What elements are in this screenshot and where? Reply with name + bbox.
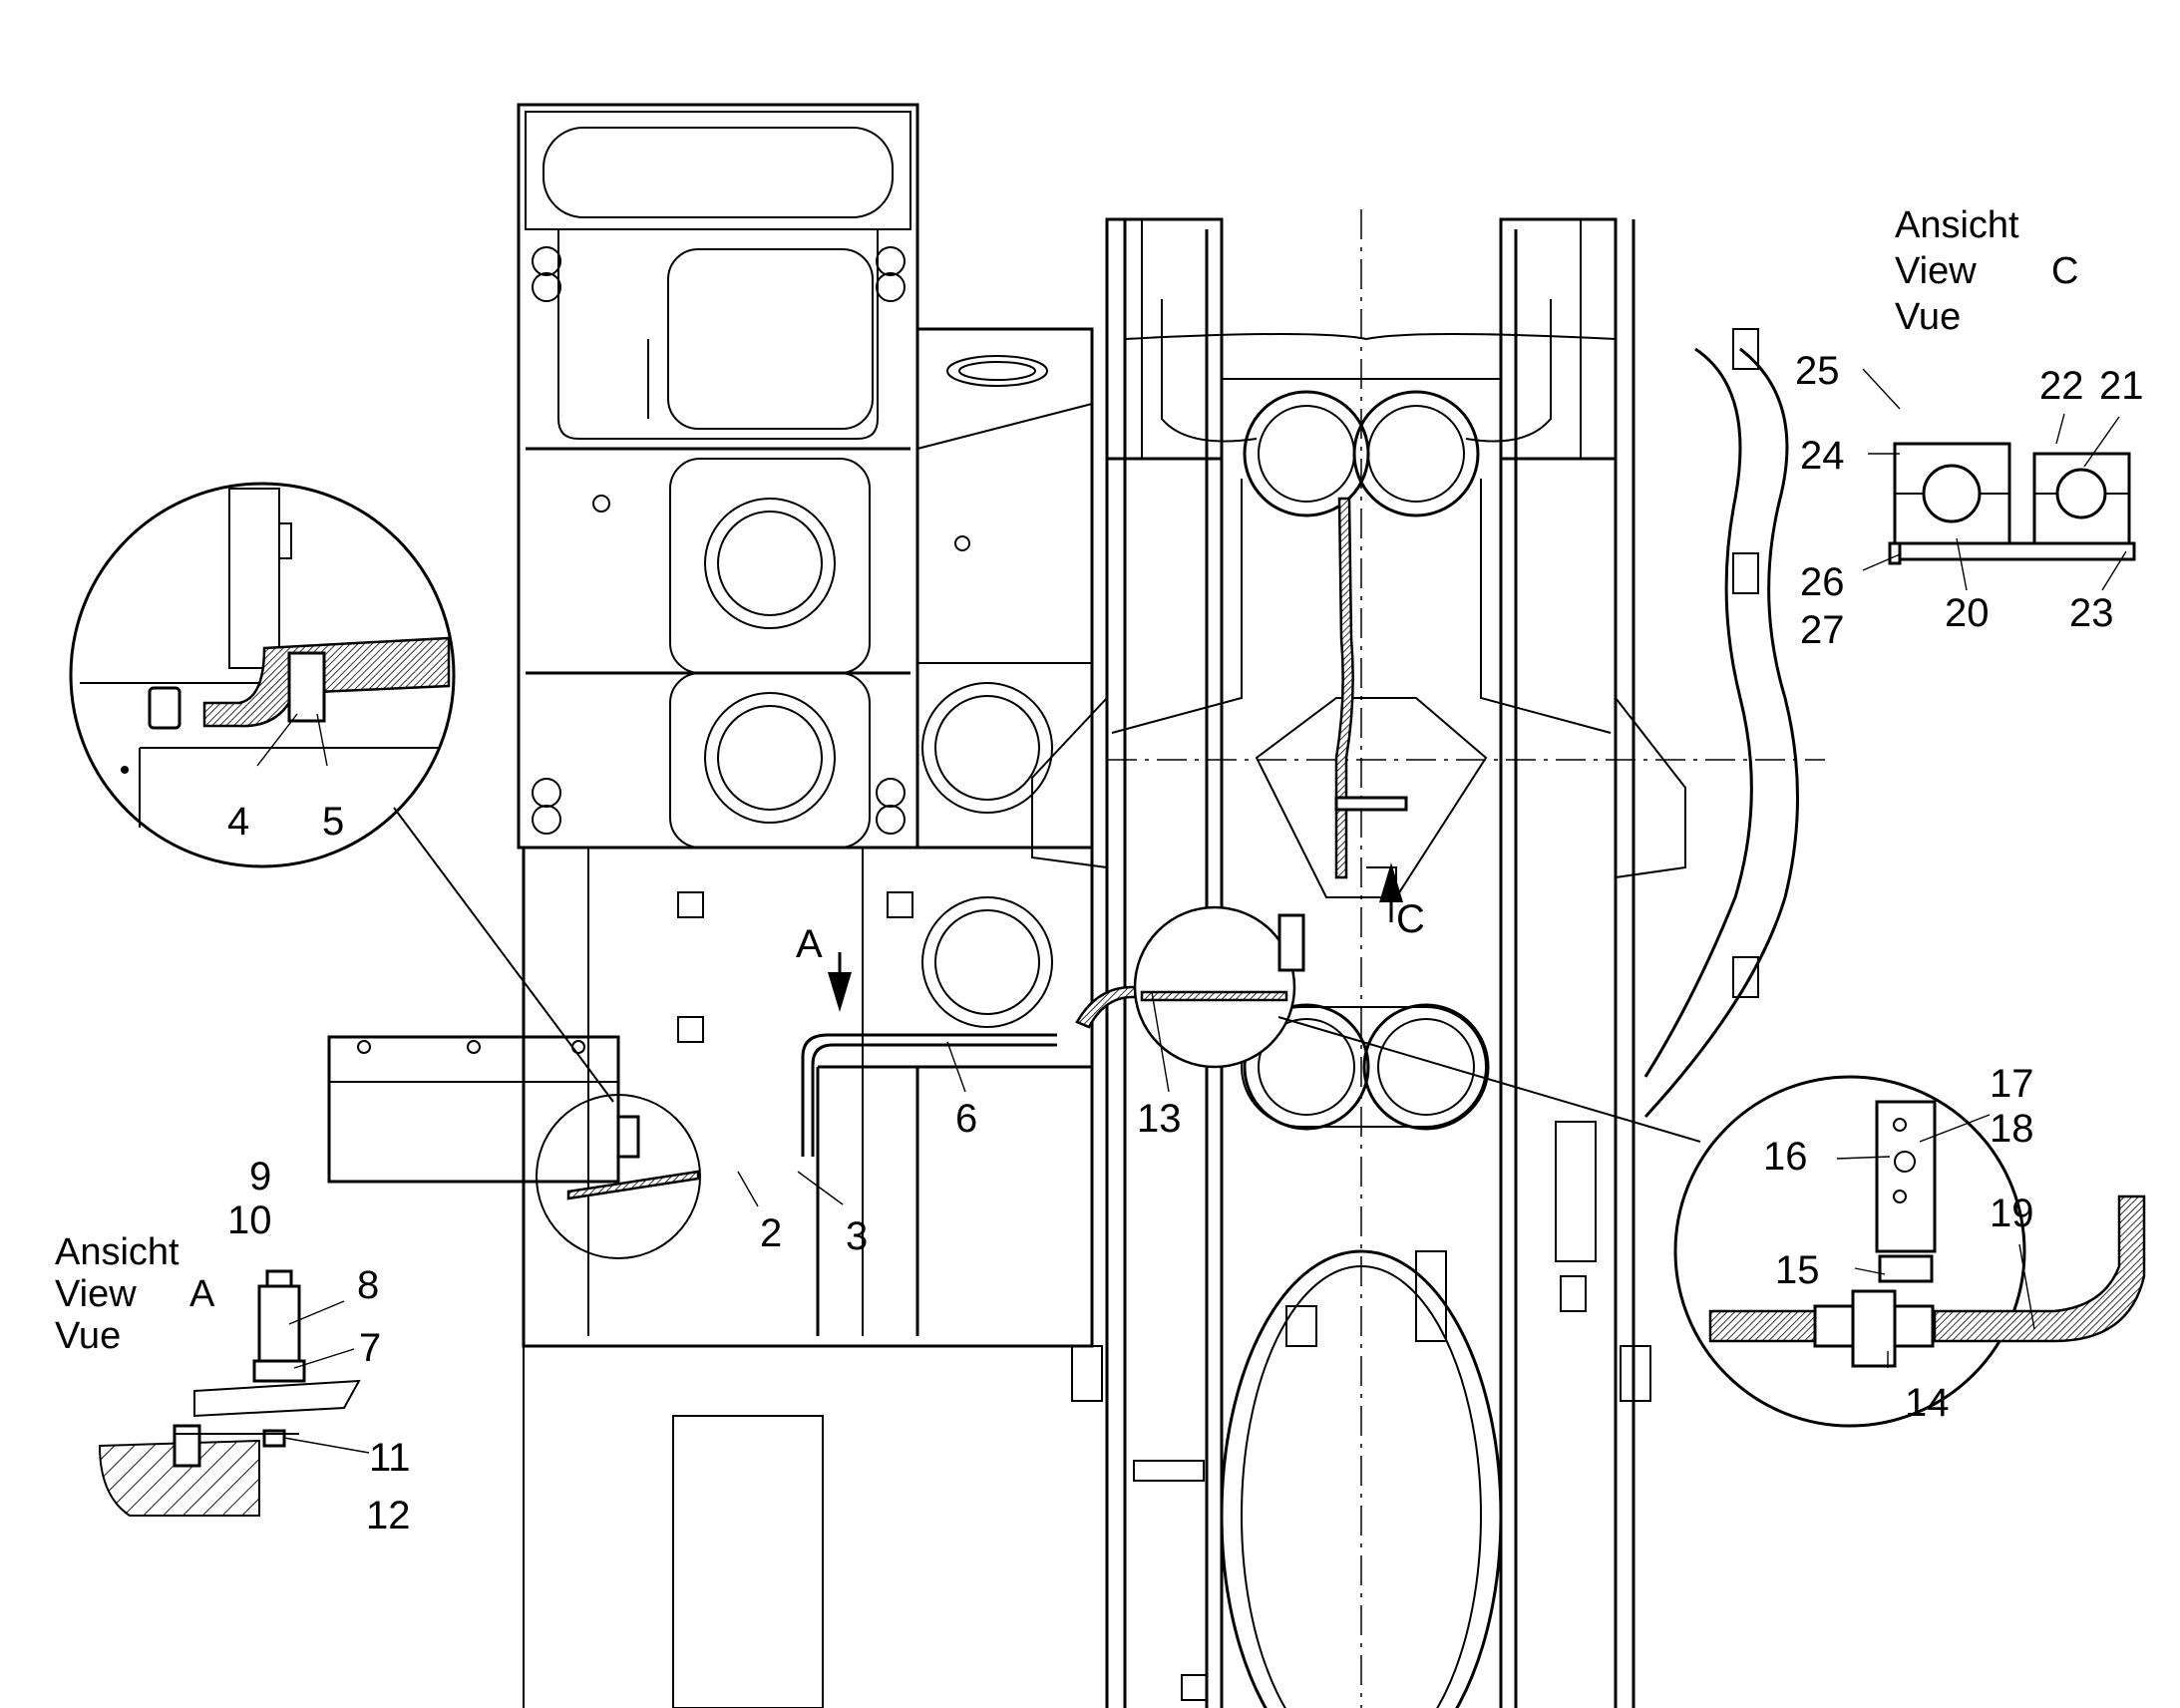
callout-12: 12: [366, 1494, 411, 1537]
tank-bolts: [532, 246, 906, 835]
view-c-clamp: [1888, 442, 2136, 565]
view-a-letter: A: [189, 1273, 215, 1315]
view-c-letter: C: [2051, 250, 2078, 292]
detail-tee-circle: [1133, 905, 2146, 1428]
callout-16: 16: [1763, 1135, 1808, 1179]
view-a-line1: Ansicht: [55, 1231, 180, 1273]
view-c-line1: Ansicht: [1895, 204, 2019, 246]
callout-5: 5: [322, 800, 344, 844]
callout-8: 8: [357, 1263, 379, 1307]
callout-23: 23: [2069, 591, 2114, 635]
view-c-line2: View: [1895, 250, 1977, 292]
callout-11: 11: [369, 1436, 411, 1480]
view-a-line3: Vue: [55, 1315, 121, 1357]
detail-small-circle: [536, 1094, 701, 1259]
callout-15: 15: [1775, 1248, 1820, 1292]
view-a-detail: [98, 1269, 361, 1517]
callout-24: 24: [1800, 434, 1845, 478]
callout-4: 4: [227, 800, 249, 844]
callout-14: 14: [1905, 1381, 1950, 1425]
leader-lines: [256, 368, 2127, 1454]
callout-10: 10: [227, 1198, 272, 1242]
tank-assembly: [327, 103, 1094, 1708]
hose-lines: [801, 497, 1408, 1157]
view-a-heading: Ansicht View A Vue: [55, 1231, 215, 1357]
view-c-line3: Vue: [1895, 296, 1961, 338]
view-arrows: [828, 862, 1403, 1012]
arrow-a-label: A: [796, 922, 823, 966]
detail-clamp-circle: [69, 482, 614, 1103]
view-c-heading: Ansicht View C Vue: [1895, 204, 2078, 338]
callout-13: 13: [1137, 1097, 1182, 1141]
callout-19: 19: [1990, 1192, 2034, 1235]
callout-17: 17: [1990, 1062, 2034, 1106]
view-a-line2: View: [55, 1273, 137, 1315]
callout-21: 21: [2099, 364, 2144, 408]
callout-7: 7: [359, 1326, 381, 1370]
callout-9: 9: [249, 1155, 271, 1198]
callout-numbers: 2 3 4 5 6 7 8 9 10 11 12 13 14 15 16 17 …: [227, 349, 2144, 1537]
callout-25: 25: [1795, 349, 1840, 393]
callout-18: 18: [1990, 1107, 2034, 1151]
callout-27: 27: [1800, 608, 1845, 652]
arrow-c-label: C: [1396, 897, 1425, 941]
callout-22: 22: [2039, 364, 2084, 408]
callout-26: 26: [1800, 560, 1845, 604]
callout-20: 20: [1945, 591, 1990, 635]
callout-3: 3: [846, 1214, 868, 1258]
callout-6: 6: [955, 1097, 977, 1141]
callout-2: 2: [760, 1211, 782, 1255]
